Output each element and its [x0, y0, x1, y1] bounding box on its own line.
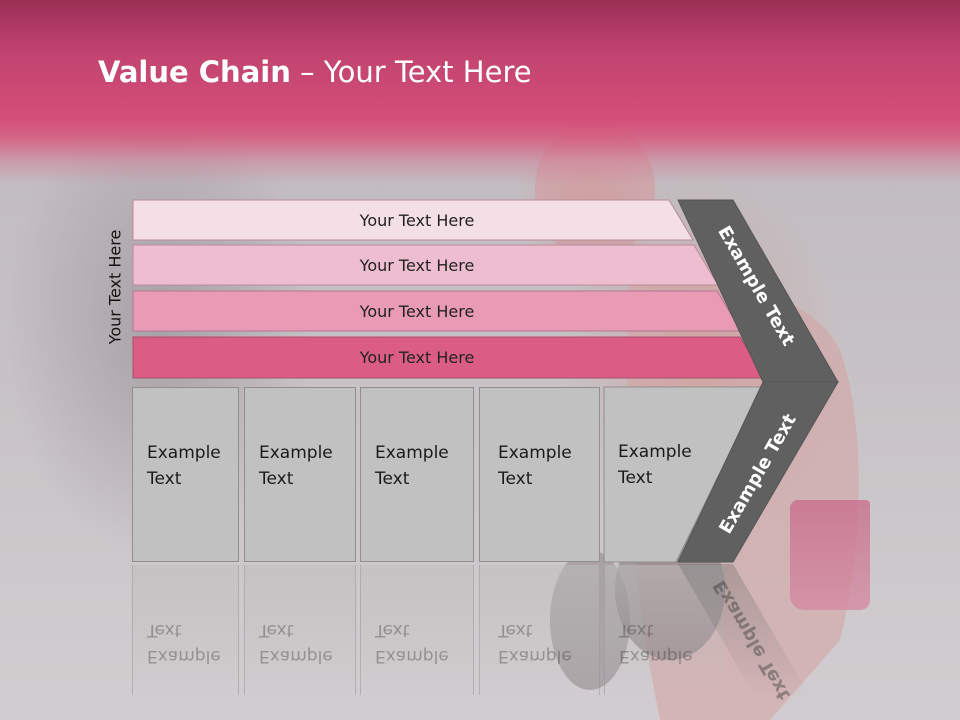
box-5-line1: Example [618, 442, 692, 462]
box-1-line2: Text [147, 469, 182, 489]
bar-1-shape [132, 199, 694, 241]
title-rest: – Your Text Here [290, 55, 532, 89]
box-3-line2: Text [375, 469, 410, 489]
chevron-lower-arm[interactable] [677, 381, 839, 563]
background-garment [790, 500, 870, 610]
header-band [0, 0, 960, 185]
box-4-line2: Text [498, 469, 533, 489]
page-title: Value Chain – Your Text Here [98, 55, 532, 89]
box-5-shape[interactable] [603, 386, 763, 563]
box-5-line2: Text [618, 468, 653, 488]
box-1-line1: Example [147, 443, 221, 463]
box-2-line2: Text [259, 469, 294, 489]
title-bold: Value Chain [98, 55, 291, 89]
box-2-line1: Example [259, 443, 333, 463]
box-4-line1: Example [498, 443, 572, 463]
box-3-line1: Example [375, 443, 449, 463]
